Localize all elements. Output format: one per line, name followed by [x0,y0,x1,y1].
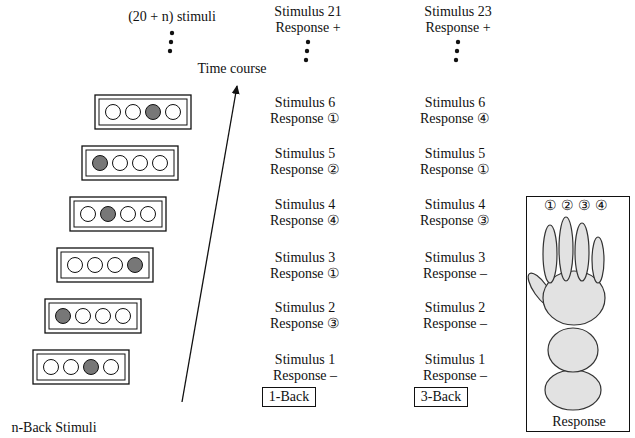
ellipsis-dots [168,31,460,62]
annotation-text: Stimulus 3 [425,250,485,266]
response-panel: ①②③④ Response [526,196,630,432]
annotation-text: Response – [423,316,487,332]
annotation-text: Response ③ [270,316,340,332]
annotation-text: Stimulus 2 [275,300,335,316]
annotation-text: Stimulus 6 [425,95,485,111]
annotation-text: Response ④ [420,111,490,127]
annotation-text: Time course [197,61,266,77]
annotation-text: Response – [423,368,487,384]
condition-label: 3-Back [421,389,461,404]
annotation-text: Response – [423,266,487,282]
annotation-text: Stimulus 21 [274,4,341,20]
time-arrow [182,86,237,402]
hand-illustration [524,217,605,410]
annotation-text: Stimulus 3 [275,250,335,266]
annotation-text: Stimulus 4 [275,197,335,213]
finger-number: ④ [595,198,608,213]
annotation-text: Response ③ [420,213,490,229]
annotation-text: n-Back Stimuli [11,420,96,436]
annotation-text: Stimulus 23 [424,4,491,20]
annotation-text: Stimulus 2 [425,300,485,316]
condition-box: 1-Back [262,387,316,408]
annotation-text: (20 + n) stimuli [128,9,216,25]
annotation-text: Response + [425,20,490,36]
annotation-text: Response ① [270,266,340,282]
annotation-text: Stimulus 4 [425,197,485,213]
condition-box: 3-Back [414,387,468,408]
panel-label: Response [552,414,606,429]
annotation-text: Response – [273,368,337,384]
annotation-text: Stimulus 6 [275,95,335,111]
annotation-text: Response ② [270,162,340,178]
annotation-text: Response ① [420,162,490,178]
annotation-text: Response ① [270,111,340,127]
annotation-text: Stimulus 1 [425,352,485,368]
finger-number: ② [561,198,574,213]
annotation-text: Stimulus 1 [275,352,335,368]
finger-number: ③ [578,198,591,213]
stimulus-boxes [33,95,191,384]
annotation-text: Stimulus 5 [425,146,485,162]
annotation-text: Response + [275,20,340,36]
condition-label: 1-Back [269,389,309,404]
annotation-text: Stimulus 5 [275,146,335,162]
finger-number: ① [544,198,557,213]
annotation-text: Response ④ [270,213,340,229]
